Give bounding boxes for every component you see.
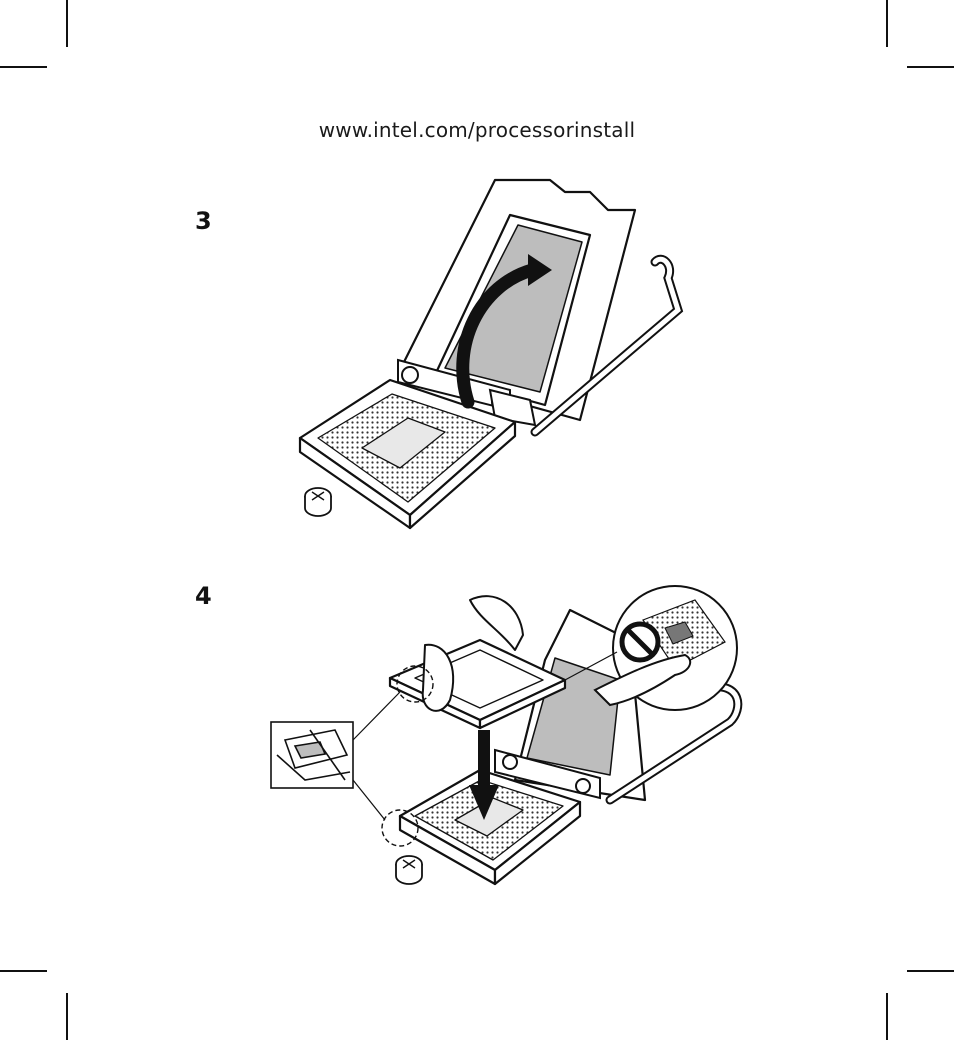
screw-icon: [396, 856, 422, 884]
crop-mark-top-left-vertical: [66, 0, 68, 47]
crop-mark-bottom-right-horizontal: [907, 970, 954, 972]
crop-mark-bottom-right-vertical: [886, 993, 888, 1040]
install-url: www.intel.com/processorinstall: [0, 118, 954, 142]
step-number-3: 3: [195, 207, 212, 235]
screw-icon: [305, 488, 331, 516]
socket-load-plate-open-arrow-icon: [290, 170, 710, 530]
processor-insert-into-socket-icon: [265, 580, 755, 900]
crop-mark-top-right-horizontal: [907, 66, 954, 68]
crop-mark-bottom-left-vertical: [66, 993, 68, 1040]
alignment-detail-inset: [271, 722, 353, 788]
do-not-touch-pins-callout: [595, 586, 737, 710]
crop-mark-top-right-vertical: [886, 0, 888, 47]
crop-mark-bottom-left-horizontal: [0, 970, 47, 972]
step-number-4: 4: [195, 582, 212, 610]
crop-mark-top-left-horizontal: [0, 66, 47, 68]
